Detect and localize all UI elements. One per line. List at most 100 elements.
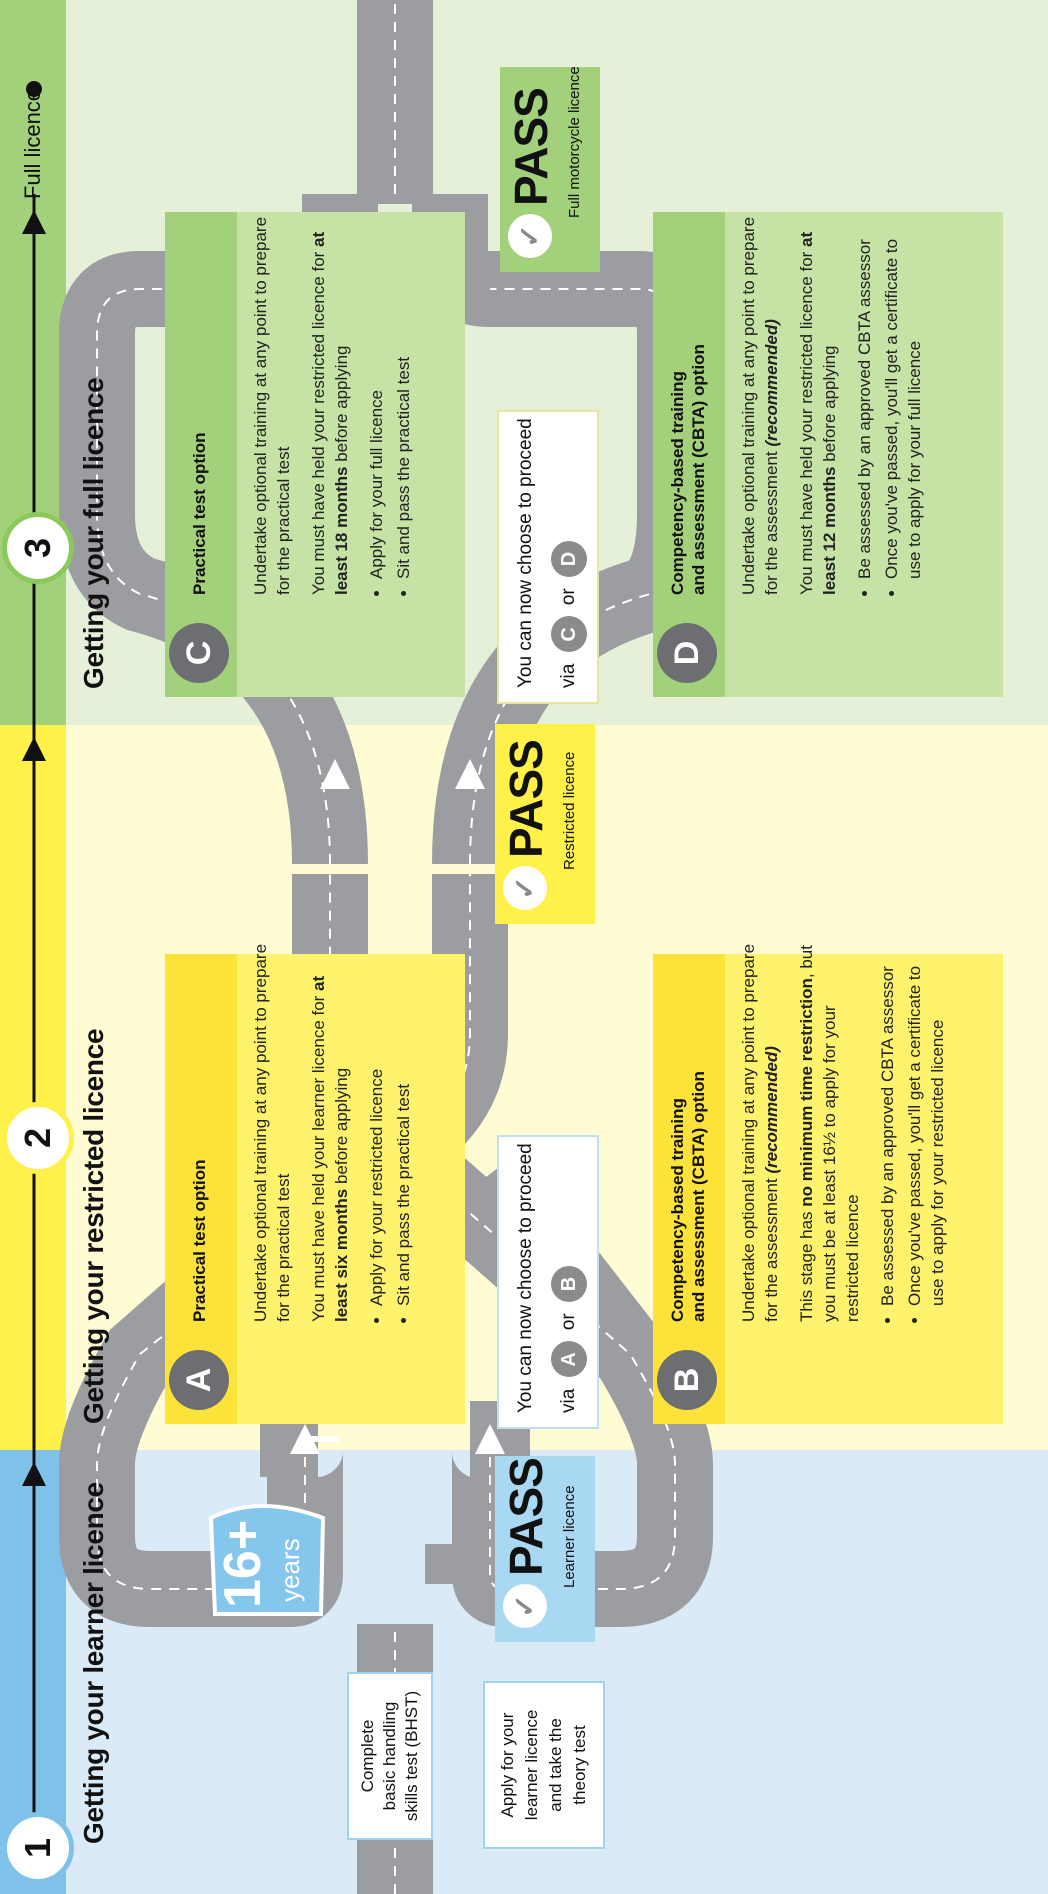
option-d-para-2a: You must have held your restricted licen… [797, 246, 816, 595]
choice-or: or [558, 1313, 580, 1331]
option-a-content: A Practical test option Undertake option… [165, 944, 465, 1424]
option-c-para-1: Undertake optional training at any point… [251, 216, 293, 595]
option-d-title-1: Competency-based training [668, 371, 687, 595]
step-2-marker: 2 [2, 1102, 74, 1174]
option-b-content: B Competency-based training and assessme… [653, 944, 1003, 1424]
option-b-para-2: This stage has no minimum time restricti… [795, 942, 864, 1322]
restricted-stage-title: Getting your restricted licence [78, 1029, 110, 1424]
choice-options: via C or D [551, 535, 587, 688]
timeline-end-dot [26, 81, 42, 97]
age-value: 16+ [214, 1519, 272, 1608]
option-d-steps: Be assessed by an approved CBTA assessor… [853, 215, 926, 595]
bhst-line-2: basic handling [380, 1701, 399, 1811]
arrow-head-1 [290, 1424, 320, 1454]
option-a-body: Undertake optional training at any point… [249, 942, 419, 1322]
pass-label: Restricted licence [561, 751, 578, 870]
option-a-step-1: Apply for your restricted licence [365, 942, 388, 1306]
full-title-bold: full licence [78, 377, 109, 519]
choice-options: via A or B [551, 1260, 587, 1413]
theory-line-1: Apply for your [498, 1712, 517, 1818]
full-title-prefix: Getting your [78, 526, 109, 689]
choice-via: via [558, 663, 580, 688]
option-c-para-2c: before applying [332, 345, 351, 467]
bhst-line-1: Complete [358, 1719, 377, 1793]
option-d-para-1b: (recommended) [762, 319, 781, 447]
option-b-badge: B [551, 1265, 587, 1302]
choice-text: You can now choose to proceed [515, 1143, 536, 1413]
age-unit: years [275, 1538, 305, 1602]
option-c-para-2: You must have held your restricted licen… [307, 215, 353, 595]
option-b-badge-large: B [657, 1350, 717, 1410]
choice-text: You can now choose to proceed [515, 418, 536, 688]
choice-or: or [558, 588, 580, 606]
option-a-para-2: You must have held your learner licence … [307, 942, 353, 1322]
option-b-title: Competency-based training and assessment… [667, 1022, 709, 1322]
choice-box-a-b: You can now choose to proceed via A or B [497, 1135, 599, 1429]
choice-via: via [558, 1388, 580, 1413]
theory-line-2: learner licence [522, 1709, 541, 1821]
step-3-marker: 3 [2, 512, 74, 584]
option-b-step-2: Once you've passed, you'll get a certifi… [903, 942, 949, 1306]
option-d-badge-large: D [657, 623, 717, 683]
option-c-badge-large: C [169, 623, 229, 683]
option-c-content: C Practical test option Undertake option… [165, 212, 465, 697]
option-b-title-1: Competency-based training [668, 1098, 687, 1322]
option-b-steps: Be assessed by an approved CBTA assessor… [876, 942, 949, 1322]
pass-label: Full motorcycle licence [566, 66, 583, 218]
arrow-head-3 [320, 759, 350, 789]
option-b-step-1: Be assessed by an approved CBTA assessor [876, 942, 899, 1306]
option-b-para-1b: (recommended) [762, 1046, 781, 1174]
option-b-para-2a: This stage has [797, 1206, 816, 1322]
option-d-content: D Competency-based training and assessme… [653, 212, 1003, 697]
option-c-step-1: Apply for your full licence [365, 215, 388, 579]
arrow-head-4 [455, 759, 485, 789]
option-a-para-1: Undertake optional training at any point… [251, 943, 293, 1322]
theory-line-4: theory test [570, 1725, 589, 1805]
option-d-step-1: Be assessed by an approved CBTA assessor [853, 215, 876, 579]
option-a-para-2c: before applying [332, 1067, 351, 1189]
check-icon: ✓ [503, 866, 547, 910]
arrow-head-2 [475, 1424, 505, 1454]
option-a-badge: A [551, 1341, 587, 1378]
check-icon: ✓ [508, 214, 552, 258]
full-stage-title: Getting your full licence [78, 378, 110, 689]
bhst-box: Complete basic handling skills test (BHS… [347, 1672, 433, 1840]
option-b-title-2: and assessment (CBTA) option [689, 1071, 708, 1322]
option-d-body: Undertake optional training at any point… [737, 215, 930, 595]
option-c-steps: Apply for your full licence Sit and pass… [365, 215, 415, 595]
pass-word: PASS [500, 740, 552, 858]
learner-stage-title: Getting your learner licence [78, 1482, 109, 1844]
option-c-badge: C [551, 616, 587, 653]
choice-box-c-d: You can now choose to proceed via C or D [497, 410, 599, 704]
option-c-step-2: Sit and pass the practical test [392, 215, 415, 579]
option-b-body: Undertake optional training at any point… [737, 942, 953, 1322]
timeline-line [22, 81, 46, 1874]
option-d-para-2: You must have held your restricted licen… [795, 215, 841, 595]
option-d-title-2: and assessment (CBTA) option [689, 344, 708, 595]
pass-word: PASS [505, 88, 557, 206]
option-d-step-2: Once you've passed, you'll get a certifi… [880, 215, 926, 579]
option-a-badge-large: A [169, 1350, 229, 1410]
option-a-step-2: Sit and pass the practical test [392, 942, 415, 1306]
timeline-arrow-1 [22, 1462, 46, 1486]
option-c-title: Practical test option [190, 432, 209, 595]
option-d-para-1: Undertake optional training at any point… [737, 215, 783, 595]
check-icon: ✓ [503, 1584, 547, 1628]
bhst-line-3: skills test (BHST) [402, 1690, 421, 1822]
step-1-marker: 1 [2, 1812, 74, 1884]
theory-test-box: Apply for your learner licence and take … [483, 1681, 605, 1849]
option-d-badge: D [551, 540, 587, 577]
option-a-title: Practical test option [190, 1159, 209, 1322]
theory-line-3: and take the [546, 1718, 565, 1812]
full-licence-endpoint-label: Full licence [20, 88, 45, 199]
option-c-body: Undertake optional training at any point… [249, 215, 419, 595]
restricted-title-prefix: Getting your [78, 1261, 109, 1424]
pass-word: PASS [500, 1458, 552, 1576]
pass-restricted-licence: ✓ PASS Restricted licence [495, 724, 595, 924]
option-d-title: Competency-based training and assessment… [667, 295, 709, 595]
shield-icon [208, 1504, 326, 1616]
restricted-title-bold: restricted licence [78, 1028, 109, 1254]
pass-label: Learner licence [561, 1485, 578, 1588]
age-badge: 16+ years [205, 1492, 329, 1622]
pass-full-motorcycle-licence: ✓ PASS Full motorcycle licence [500, 66, 600, 272]
